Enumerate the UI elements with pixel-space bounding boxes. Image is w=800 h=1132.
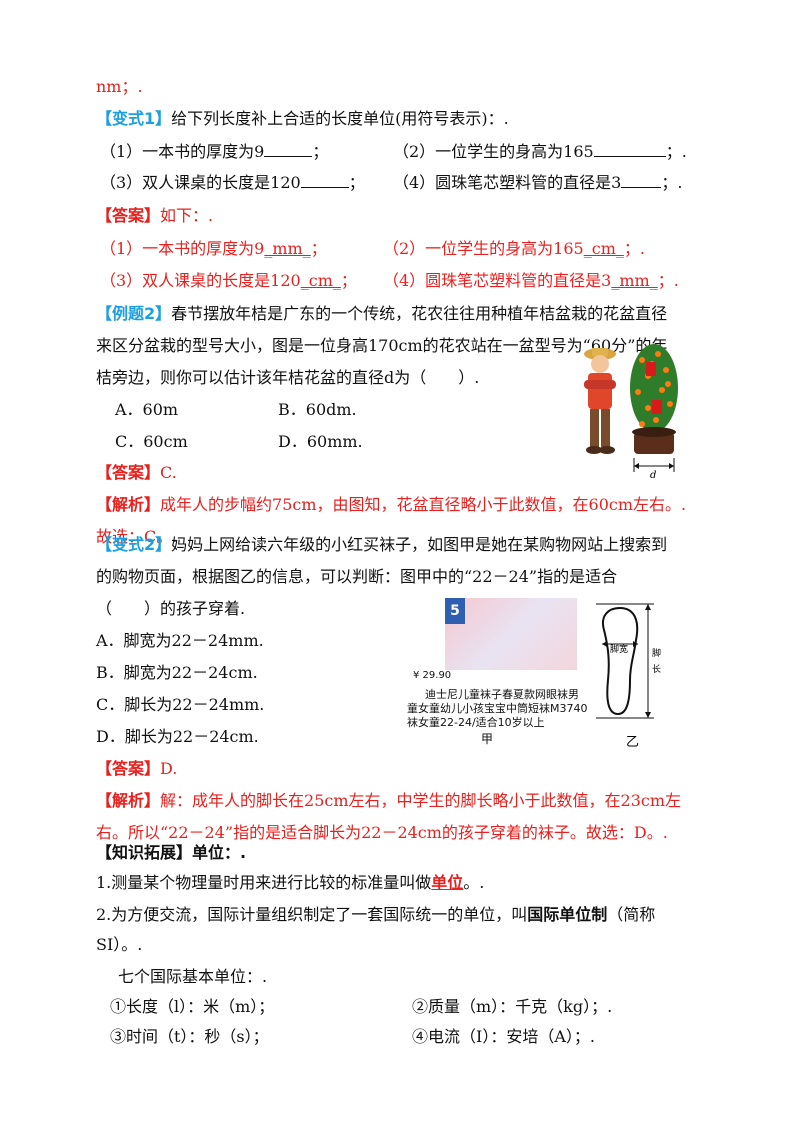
example2-line1: 【例题2】春节摆放年桔是广东的一个传统，花农往往用种植年桔盆栽的花盆直径 — [96, 304, 668, 323]
sock-product-image — [445, 598, 577, 670]
example2-option-a: A．60m — [115, 400, 179, 419]
variant1-q2: （2）一位学生的身高为165；. — [393, 142, 687, 161]
figure-yi-label: 乙 — [626, 735, 639, 750]
variant1-q4: （4）圆珠笔芯塑料管的直径是3；. — [393, 173, 683, 192]
example2-conclusion: 故选：C。. — [96, 527, 178, 546]
figure-jia-product: 5 ¥ 29.90 迪士尼儿童袜子春夏款网眼袜男 童女童幼儿小孩宝宝中筒短袜M3… — [405, 598, 587, 746]
variant1-a3: （3）双人课桌的长度是120_cm_； — [100, 271, 357, 290]
variant2-option-a: A．脚宽为22－24mm. — [96, 631, 264, 650]
example2-line2: 来区分盆栽的型号大小，图是一位身高170cm的花农站在一盆型号为“60分”的年 — [96, 336, 668, 355]
top-fragment: nm；. — [96, 77, 143, 96]
product-desc-1: 迪士尼儿童袜子春夏款网眼袜男 — [425, 688, 579, 701]
variant2-option-c: C．脚长为22－24mm. — [96, 695, 265, 714]
knowledge-title: 【知识拓展】单位：. — [96, 843, 247, 862]
variant2-answer: 【答案】D. — [96, 759, 178, 778]
variant1-a1: （1）一本书的厚度为9_mm_； — [100, 239, 327, 258]
figure-yi-foot-diagram: 脚宽 脚 长 乙 — [596, 603, 661, 750]
pack-count-badge: 5 — [445, 598, 465, 624]
example2-option-d: D．60mm. — [278, 432, 363, 451]
example2-analysis: 【解析】成年人的步幅约75cm，由图知，花盆直径略小于此数值，在60cm左右。. — [96, 495, 687, 514]
variant2-analysis-line2: 右。所以“22－24”指的是适合脚长为22－24cm的孩子穿着的袜子。故选：D。… — [96, 823, 668, 842]
variant2-option-b: B．脚宽为22－24cm. — [96, 663, 258, 682]
variant1-answer: 【答案】如下：. — [96, 206, 214, 225]
knowledge-p2-line2: SI）。. — [96, 935, 143, 954]
product-desc-2: 童女童幼儿小孩宝宝中筒短袜M3740 — [407, 702, 588, 715]
foot-length-label-1: 脚 — [652, 648, 661, 659]
unit-time: ③时间（t）：秒（s）； — [110, 1027, 269, 1046]
foot-width-label: 脚宽 — [610, 643, 628, 655]
example2-option-c: C．60cm — [115, 432, 188, 451]
variant2-line3: （ ）的孩子穿着. — [96, 599, 246, 618]
variant2-line1: 【变式2】妈妈上网给读六年级的小红买袜子，如图甲是她在某购物网站上搜索到 — [96, 535, 668, 554]
figure-jia-label: 甲 — [481, 732, 494, 746]
unit-length: ①长度（l）：米（m）； — [110, 997, 275, 1016]
example2-answer: 【答案】C. — [96, 463, 177, 482]
variant1-stem-line: 【变式1】给下列长度补上合适的长度单位(用符号表示)：. — [96, 108, 509, 130]
variant2-line2: 的购物页面，根据图乙的信息，可以判断：图甲中的“22－24”指的是适合 — [96, 567, 618, 586]
variant2-analysis-line1: 【解析】解：成年人的脚长在25cm左右，中学生的脚长略小于此数值，在23cm左 — [96, 791, 682, 810]
variant2-option-d: D．脚长为22－24cm. — [96, 727, 259, 746]
foot-length-label-2: 长 — [652, 663, 661, 675]
variant1-stem: 给下列长度补上合适的长度单位(用符号表示)：. — [171, 109, 509, 128]
unit-current: ④电流（I）：安培（A）；. — [412, 1027, 595, 1046]
diameter-label: d — [650, 470, 656, 480]
knowledge-p2: 2.为方便交流，国际计量组织制定了一套国际统一的单位，叫国际单位制（简称 — [96, 905, 656, 924]
knowledge-p1: 1.测量某个物理量时用来进行比较的标准量叫做单位。. — [96, 873, 485, 892]
example2-line3: 桔旁边，则你可以估计该年桔花盆的直径d为（ ）. — [96, 368, 480, 387]
product-desc-3: 袜女童22-24/适合10岁以上 — [407, 716, 545, 729]
unit-mass: ②质量（m）：千克（kg）；. — [412, 997, 613, 1016]
example2-option-b: B．60dm. — [278, 400, 357, 419]
knowledge-seven-units: 七个国际基本单位：. — [118, 967, 268, 986]
variant1-q1: （1）一本书的厚度为9； — [100, 142, 329, 161]
variant1-a2: （2）一位学生的身高为165_cm_；. — [383, 239, 645, 258]
variant1-q3: （3）双人课桌的长度是120； — [100, 173, 365, 192]
variant1-a4: （4）圆珠笔芯塑料管的直径是3_mm_；. — [383, 271, 679, 290]
product-price: ¥ 29.90 — [413, 670, 452, 681]
variant1-tag: 【变式1】 — [96, 109, 172, 128]
farmer-kumquat-illustration: d — [584, 344, 678, 480]
